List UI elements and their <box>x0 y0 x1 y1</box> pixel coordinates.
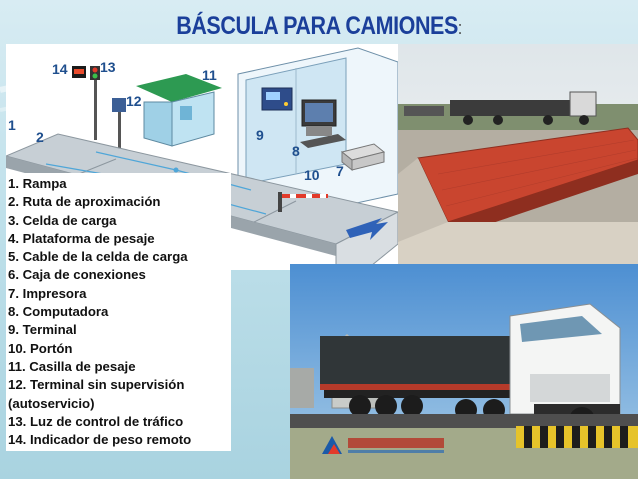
weigh-booth <box>136 74 222 147</box>
legend-item-terminal: 9. Terminal <box>8 322 77 338</box>
slide-title: BÁSCULA PARA CAMIONES: <box>45 12 594 41</box>
red-platform <box>417 127 638 223</box>
title-colon: : <box>457 18 462 38</box>
title-text: BÁSCULA PARA CAMIONES <box>176 12 458 40</box>
hazard-stripes <box>516 426 638 448</box>
legend-item-gate: 10. Portón <box>8 340 73 356</box>
gate-barrier <box>278 192 328 212</box>
number-label-13: 13 <box>100 59 116 75</box>
number-label-2: 2 <box>36 129 44 145</box>
legend-item-remote-indicator: 14. Indicador de peso remoto <box>8 432 192 448</box>
number-label-10: 10 <box>304 167 320 183</box>
number-label-7: 7 <box>336 163 344 179</box>
legend-item-unattended-terminal: 12. Terminal sin supervisión <box>8 377 185 393</box>
traffic-light-pole <box>72 66 100 140</box>
legend-item-load-cell: 3. Celda de carga <box>8 212 117 228</box>
number-label-9: 9 <box>256 127 264 143</box>
legend-item-self-service: (autoservicio) <box>8 395 95 411</box>
legend-item-weigh-booth: 11. Casilla de pesaje <box>8 358 136 374</box>
legend-item-weigh-platform: 4. Plataforma de pesaje <box>8 230 155 246</box>
truck-cab <box>509 303 621 415</box>
unattended-terminal <box>112 98 126 148</box>
number-label-14: 14 <box>52 61 68 77</box>
legend-item-computer: 8. Computadora <box>8 304 109 320</box>
number-label-12: 12 <box>126 93 142 109</box>
red-scale-photo <box>398 44 638 270</box>
computer-device <box>300 99 346 148</box>
number-label-8: 8 <box>292 143 300 159</box>
company-logo <box>322 436 444 454</box>
legend-item-junction-box: 6. Caja de conexiones <box>8 267 146 283</box>
background-trucks <box>404 91 597 125</box>
legend-item-ramp: 1. Rampa <box>8 176 67 191</box>
legend-item-traffic-light: 13. Luz de control de tráfico <box>8 413 184 429</box>
number-label-1: 1 <box>8 117 16 133</box>
truck-trailer <box>320 336 510 398</box>
legend-list: 1. Rampa 2. Ruta de aproximación 3. Celd… <box>6 173 231 452</box>
number-label-11: 11 <box>202 67 217 83</box>
printer-device <box>340 143 386 172</box>
legend-item-load-cell-cable: 5. Cable de la celda de carga <box>8 249 188 265</box>
legend-item-printer: 7. Impresora <box>8 285 87 301</box>
legend-item-approach-route: 2. Ruta de aproximación <box>8 194 161 210</box>
terminal-device <box>261 87 293 111</box>
